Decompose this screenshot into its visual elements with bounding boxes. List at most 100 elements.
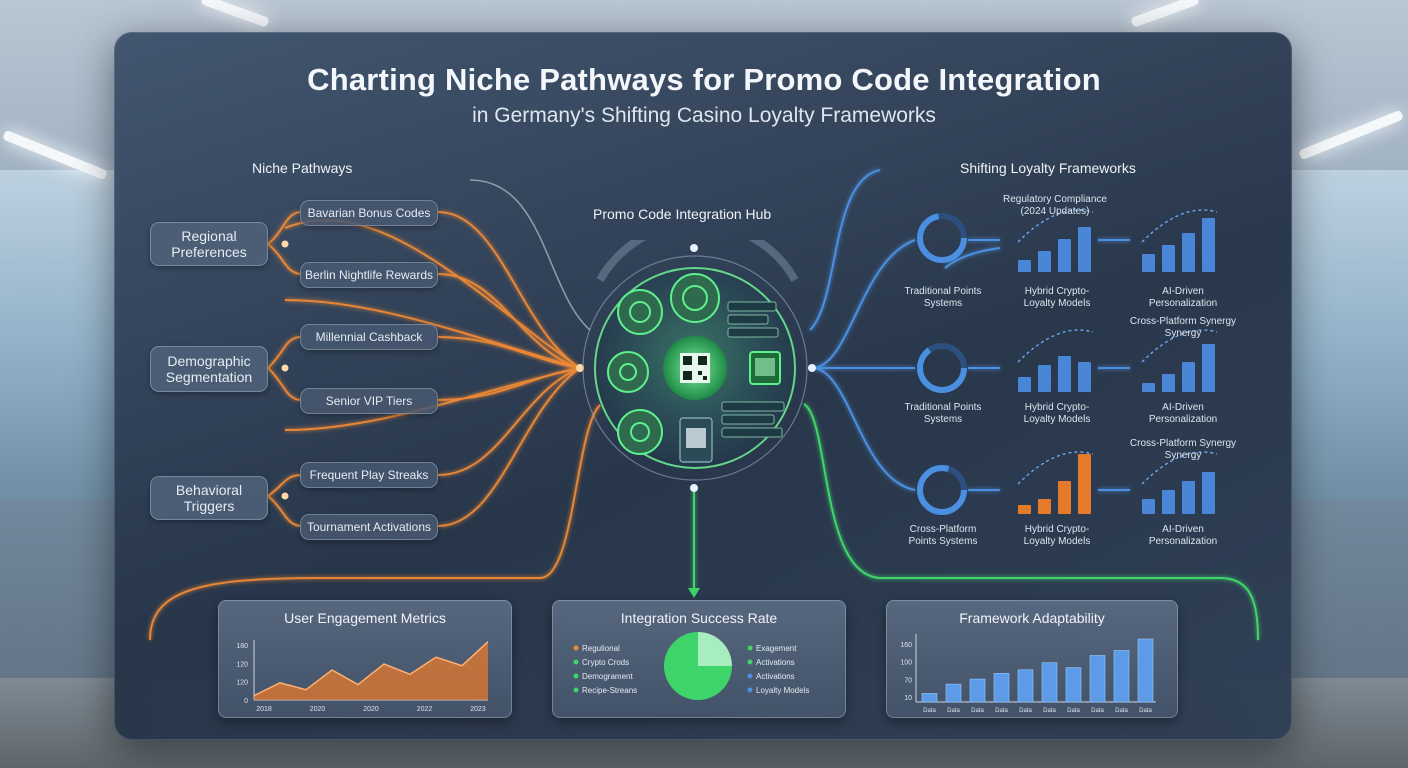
connector-millennial-hub (437, 336, 581, 369)
legend-dot (573, 673, 579, 679)
connector-silver-arc (469, 179, 591, 331)
legend-label: Activations (756, 672, 795, 681)
connector-hub-row3 (811, 367, 916, 491)
card-title: Integration Success Rate (620, 610, 778, 626)
legend-dot (747, 673, 753, 679)
mini-bar (1182, 233, 1195, 272)
y-tick-label: 100 (900, 660, 912, 667)
mini-bar (1018, 260, 1031, 272)
progress-ring (917, 465, 967, 515)
row2-label-2: Hybrid Crypto-Loyalty Models (1023, 402, 1091, 425)
code-strips (721, 301, 785, 438)
mini-bar (1142, 254, 1155, 272)
mini-bar (1078, 227, 1091, 272)
mini-bar (1142, 383, 1155, 392)
x-tick-label: Data (1091, 708, 1104, 714)
bar (1041, 662, 1058, 703)
target-icon (670, 273, 720, 323)
trend-line (1017, 329, 1094, 363)
bar (1113, 650, 1130, 703)
mini-bar (1038, 499, 1051, 514)
x-tick-label: Data (1067, 708, 1080, 714)
connector-row1-link (944, 247, 1001, 269)
item-tournament-activations[interactable]: Tournament Activations (300, 514, 438, 540)
x-tick-label: 2020 (363, 706, 379, 713)
row3-label-1: Cross-Platform Points Systems (908, 524, 978, 547)
bar (993, 673, 1010, 703)
group-demographic-segmentation[interactable]: Demographic Segmentation (150, 346, 268, 392)
legend-label: Recipe-Streans (582, 686, 637, 695)
mini-bar (1202, 472, 1215, 514)
connector-frequent-hub (437, 367, 581, 476)
x-tick-label: Data (923, 708, 936, 714)
hub-outer-ring (582, 255, 808, 481)
legend-dot (573, 659, 579, 665)
mini-bar (1162, 374, 1175, 392)
connector-tournament-hub (437, 367, 581, 527)
item-berlin-nightlife-rewards[interactable]: Berlin Nightlife Rewards (300, 262, 438, 288)
group-regional-preferences[interactable]: Regional Preferences (150, 222, 268, 266)
row1-label-1: Traditional Points Systems (904, 286, 982, 309)
qr-code-icon (680, 353, 710, 383)
page-subtitle: in Germany's Shifting Casino Loyalty Fra… (472, 104, 936, 127)
mini-bar (1162, 490, 1175, 514)
node-dot (281, 240, 289, 248)
arrowhead-success (688, 588, 700, 598)
progress-ring (917, 213, 967, 263)
connector-demographic-senior (267, 367, 301, 401)
legend-label: Activations (756, 658, 795, 667)
legend-dot (747, 645, 753, 651)
regulatory-note: Regulatory Compliance (2024 Updates) (1003, 194, 1107, 217)
node-dot (690, 244, 698, 252)
connector-bavarian-hub (437, 211, 581, 369)
y-tick-label: 180 (236, 643, 248, 650)
connector-behavioral-frequent (267, 474, 301, 497)
legend-dot (573, 645, 579, 651)
y-tick-label: 10 (904, 695, 912, 702)
mini-bar (1202, 218, 1215, 272)
group-behavioral-triggers[interactable]: Behavioral Triggers (150, 476, 268, 520)
radar-icon (617, 289, 663, 335)
x-tick-label: 2023 (470, 706, 486, 713)
mini-bar (1078, 454, 1091, 514)
connector-hub-top (809, 169, 881, 331)
bar (945, 683, 962, 703)
row3-label-3: AI-Driven Personalization (1148, 524, 1218, 547)
bar (1137, 638, 1154, 703)
legend-label: Regulional (582, 644, 620, 653)
node-dot (690, 484, 698, 492)
legend-label: Crypto Crods (582, 658, 629, 667)
row1-label-3: AI-Driven Personalization (1148, 286, 1218, 309)
progress-ring (917, 343, 967, 393)
x-tick-label: Data (995, 708, 1008, 714)
integration-hub[interactable] (570, 240, 830, 500)
mini-bar (1018, 505, 1031, 514)
mini-bar (1038, 251, 1051, 272)
item-millennial-cashback[interactable]: Millennial Cashback (300, 324, 438, 350)
connector-hub-row1 (811, 239, 916, 369)
node-dot (281, 492, 289, 500)
connector-regional-bavarian (267, 211, 301, 245)
row1-after-note: Cross-Platform Synergy Synergy (1129, 316, 1237, 339)
y-tick-label: 160 (900, 642, 912, 649)
engagement-line (253, 641, 489, 697)
office-window-left (0, 170, 120, 500)
item-bavarian-bonus-codes[interactable]: Bavarian Bonus Codes (300, 200, 438, 226)
bar (969, 678, 986, 703)
connector-hub-adaptability (803, 403, 1259, 641)
mini-bar (1058, 239, 1071, 272)
x-tick-label: Data (1043, 708, 1056, 714)
item-frequent-play-streaks[interactable]: Frequent Play Streaks (300, 462, 438, 488)
mini-bar (1058, 481, 1071, 514)
item-senior-vip-tiers[interactable]: Senior VIP Tiers (300, 388, 438, 414)
mini-bar (1058, 356, 1071, 392)
mini-bar (1182, 481, 1195, 514)
legend-label: Demograment (582, 672, 633, 681)
mini-bar (1202, 344, 1215, 392)
